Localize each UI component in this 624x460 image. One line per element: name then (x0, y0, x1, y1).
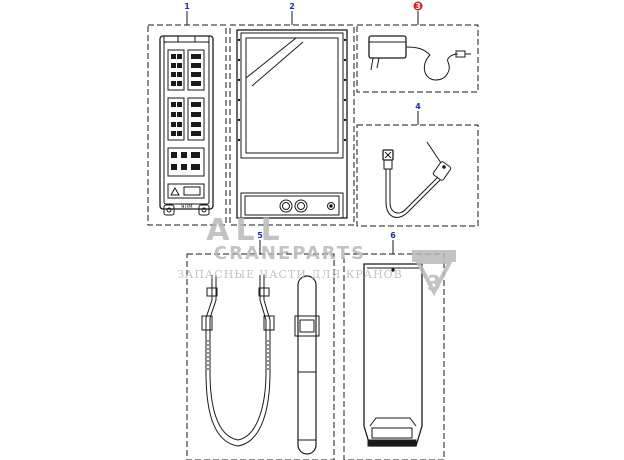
panel-2-frame (229, 24, 355, 226)
control-box-inner (163, 41, 210, 205)
connector-socket-2 (294, 199, 308, 213)
connector-plate (240, 192, 344, 219)
ground-terminal (327, 202, 335, 210)
switch-block (167, 183, 205, 199)
emblem-hook (414, 260, 454, 297)
housing-screws (237, 38, 347, 142)
button-group-1a (167, 49, 185, 91)
buttons-2 (171, 102, 201, 136)
button-group-3 (167, 147, 205, 177)
strap-buckle-right (263, 315, 275, 331)
panel-6-frame (343, 253, 445, 460)
panel-3-frame (356, 24, 479, 93)
panel-4-cable (356, 111, 479, 227)
cable-antenna-lead (426, 141, 442, 164)
connector-socket-1-core (282, 202, 290, 210)
callout-3: 3 (415, 2, 421, 11)
ground-terminal-core (329, 204, 333, 208)
strap-clip-right (258, 287, 270, 297)
panel-4-frame (356, 124, 479, 227)
cable-connector-sleeve (383, 159, 393, 170)
screen-glare-1 (245, 37, 297, 79)
screen-glare-2 (251, 41, 304, 87)
adapter-prong-2 (376, 57, 380, 69)
hand-strap (297, 275, 317, 455)
switch-plate (183, 186, 201, 196)
warning-triangle (170, 186, 180, 196)
control-box-body (159, 35, 214, 210)
neck-strap-inner (209, 275, 267, 441)
emblem-digit: 3 (427, 271, 441, 295)
watermark: ALL CRANEPARTS ЗАПАСНЫЕ ЧАСТИ ДЛЯ КРАНОВ… (177, 213, 456, 297)
connector-plate-inner (244, 195, 340, 216)
strap-buckle-left (201, 315, 213, 331)
panel-5-straps (186, 240, 335, 460)
carry-case-eyelet (391, 268, 395, 272)
carry-case-body (363, 263, 423, 447)
connector-socket-2-core (297, 202, 305, 210)
display-bezel (240, 32, 344, 159)
display-screen (245, 37, 339, 154)
connector-socket-1 (279, 199, 293, 213)
mount-tab-left (163, 204, 175, 216)
top-clip-right (194, 35, 210, 43)
button-group-1b (187, 49, 205, 91)
emblem-beam (412, 250, 456, 262)
carry-case-sole (367, 439, 417, 447)
strap-clip-left (206, 287, 218, 297)
display-housing (236, 29, 348, 219)
watermark-emblem: 3 (412, 250, 456, 297)
button-group-2a (167, 97, 185, 141)
carry-case-base-window (371, 427, 413, 439)
cable-run-inner (389, 169, 439, 214)
mount-hole-left (166, 207, 172, 213)
panel-1-control-box (147, 11, 227, 226)
panel-2-display-unit (229, 11, 355, 226)
callout-3-badge (413, 1, 423, 11)
button-group-2b (187, 97, 205, 141)
panel-3-power-adapter (356, 11, 479, 93)
mount-tab-right (198, 204, 210, 216)
adapter-cable (405, 46, 459, 81)
mount-hole-right (201, 207, 207, 213)
panel-marking: ЯПМ (181, 204, 193, 210)
connector-detail-2 (384, 151, 392, 159)
buttons-3 (171, 152, 200, 170)
adapter-body (368, 35, 407, 59)
adapter-prong-1 (370, 57, 374, 71)
callout-6: 6 (390, 231, 396, 240)
top-clip-left (163, 35, 179, 43)
hand-strap-buckle (294, 315, 320, 337)
cable-end-connector (432, 161, 452, 181)
cable-end-pin (442, 165, 446, 169)
callout-4: 4 (415, 102, 421, 111)
callout-5: 5 (257, 231, 263, 240)
hand-strap-buckle-window (299, 319, 315, 333)
cable-run-outer (385, 169, 441, 218)
callout-2: 2 (289, 2, 295, 11)
carry-case-fold (369, 417, 417, 427)
watermark-tagline: ЗАПАСНЫЕ ЧАСТИ ДЛЯ КРАНОВ (177, 268, 403, 281)
watermark-brand-top: ALL (206, 213, 285, 248)
buttons-1 (171, 54, 201, 86)
strap-stitching (207, 340, 269, 372)
watermark-brand-bottom: CRANEPARTS (214, 243, 366, 264)
callout-1: 1 (184, 2, 190, 11)
